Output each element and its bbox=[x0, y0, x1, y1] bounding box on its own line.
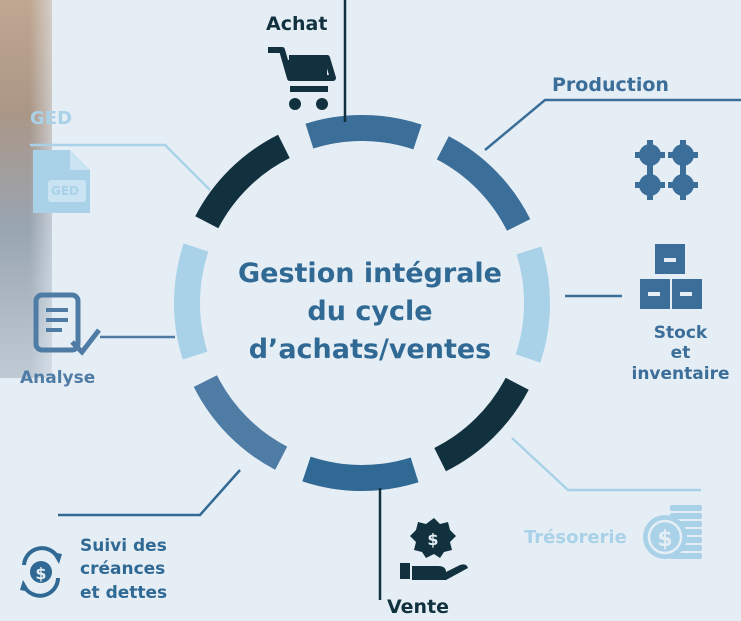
ged-icon-text: GED bbox=[51, 184, 80, 198]
connector-production bbox=[484, 98, 741, 151]
connector-tresorerie bbox=[511, 437, 701, 492]
hand-dollar-icon: $ bbox=[400, 518, 468, 580]
svg-text:$: $ bbox=[35, 564, 46, 583]
stage-label-ged: GED bbox=[30, 108, 73, 129]
connector-lines bbox=[30, 0, 741, 600]
document-icon bbox=[33, 150, 90, 213]
stage-label-vente: Vente bbox=[387, 596, 450, 618]
coin-stack-icon: $ bbox=[643, 505, 702, 559]
gears-icon bbox=[635, 140, 698, 200]
diagram-title: Gestion intégrale du cycle d’achats/vent… bbox=[237, 258, 502, 365]
svg-text:$: $ bbox=[427, 530, 438, 549]
connector-ged bbox=[30, 143, 211, 191]
shopping-cart-icon bbox=[268, 47, 336, 110]
ring-segment-production bbox=[305, 114, 422, 150]
stage-label-achat: Achat bbox=[266, 13, 328, 35]
dollar-cycle-icon: $ bbox=[20, 546, 62, 598]
boxes-icon bbox=[640, 244, 702, 309]
checklist-icon bbox=[33, 292, 101, 356]
stage-label-production: Production bbox=[552, 74, 669, 96]
ring-segment-stock bbox=[436, 136, 531, 231]
ring bbox=[173, 114, 551, 492]
connector-suivi bbox=[58, 469, 241, 517]
ring-segment-analyse bbox=[193, 375, 288, 470]
svg-text:$: $ bbox=[657, 527, 672, 552]
ring-segment-ged bbox=[173, 243, 209, 360]
stage-label-tresorerie: Trésorerie bbox=[524, 527, 627, 548]
ring-segment-achat bbox=[195, 134, 290, 229]
ring-segment-tresorerie bbox=[515, 246, 551, 363]
ring-segment-vente bbox=[434, 377, 529, 472]
ring-segment-suivi bbox=[302, 456, 419, 492]
stage-label-stock: Stock et inventaire bbox=[631, 323, 730, 384]
stage-label-analyse: Analyse bbox=[20, 368, 96, 388]
stage-label-suivi: Suivi des créances et dettes bbox=[80, 536, 168, 603]
